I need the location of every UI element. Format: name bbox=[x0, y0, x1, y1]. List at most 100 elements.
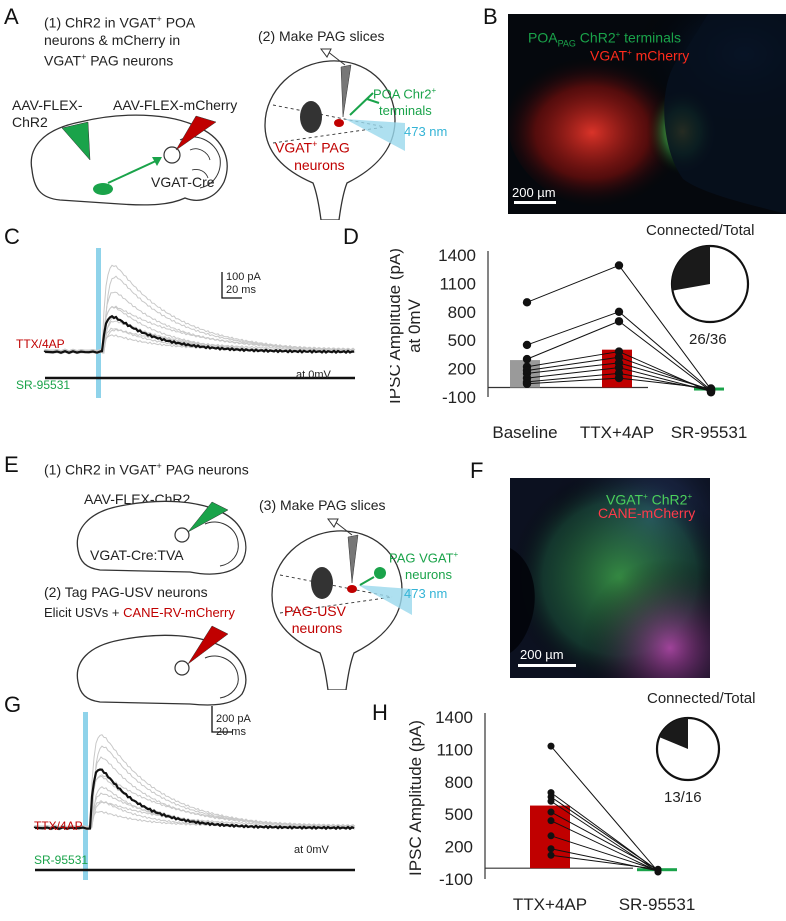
pair-line bbox=[526, 320, 620, 360]
panel-e-step2: (2) Tag PAG-USV neurons bbox=[44, 584, 208, 600]
y-tick-label: 1100 bbox=[436, 740, 473, 759]
panel-label-c: C bbox=[4, 224, 20, 249]
scale-bar-g bbox=[211, 706, 232, 733]
pair-line bbox=[618, 362, 712, 390]
y-axis-label: IPSC Amplitude (pA) bbox=[406, 720, 425, 876]
pair-line bbox=[550, 796, 659, 871]
vgat-cre-tva-label: VGAT-Cre:TVA bbox=[90, 547, 184, 563]
pair-line bbox=[618, 372, 712, 391]
data-point bbox=[547, 845, 555, 853]
aav-mcherry-label: AAV-FLEX-mCherry bbox=[113, 97, 238, 113]
pair-line bbox=[618, 320, 712, 392]
pie-chart-d bbox=[670, 244, 750, 324]
y-tick-label: -100 bbox=[439, 870, 473, 889]
scale-bar-label-b: 200 µm bbox=[512, 185, 556, 200]
panel-label-h: H bbox=[372, 700, 388, 725]
trace-plot-g bbox=[33, 706, 356, 880]
pie-value-h: 13/16 bbox=[664, 789, 702, 806]
data-point bbox=[614, 317, 624, 326]
panel-label-e: E bbox=[4, 452, 19, 477]
y-tick-label: 500 bbox=[445, 805, 473, 824]
pie-slice-unconnected bbox=[672, 246, 710, 291]
panel-e-step3: (3) Make PAG slices bbox=[259, 497, 386, 513]
y-axis-label: IPSC Amplitude (pA)at 0mV bbox=[390, 248, 424, 404]
vgat-cre-label-a: VGAT-Cre bbox=[151, 174, 215, 190]
trace-plot-c bbox=[43, 248, 356, 398]
trial-trace bbox=[34, 745, 355, 829]
x-tick-label: SR-95531 bbox=[671, 423, 748, 442]
scale-bar-label-f: 200 µm bbox=[520, 647, 564, 662]
y-tick-label: 500 bbox=[448, 331, 476, 350]
scale-bar-b bbox=[514, 201, 556, 204]
trial-trace bbox=[44, 291, 356, 352]
data-point bbox=[614, 307, 624, 316]
pair-line bbox=[526, 311, 620, 346]
pair-line bbox=[526, 351, 620, 368]
pair-line bbox=[526, 377, 620, 385]
pair-line bbox=[618, 351, 712, 393]
data-point bbox=[522, 340, 532, 350]
pie-label-d: Connected/Total bbox=[646, 222, 755, 239]
micrograph-b-legend-green: POAPAG ChR2+ terminals bbox=[528, 29, 681, 49]
data-point bbox=[614, 261, 624, 270]
scale-bar-f bbox=[518, 664, 576, 667]
pair-line bbox=[618, 265, 712, 390]
pair-line bbox=[526, 264, 620, 303]
micrograph-b-legend-red: VGAT+ mCherry bbox=[590, 47, 690, 64]
panel-e-step1: (1) ChR2 in VGAT+ PAG neurons bbox=[44, 461, 249, 478]
micrograph-f-legend-red: CANE-mCherry bbox=[598, 505, 696, 521]
pair-line bbox=[618, 377, 712, 389]
pie-label-h: Connected/Total bbox=[647, 690, 756, 707]
panel-label-g: G bbox=[4, 692, 22, 717]
scale-bar-c bbox=[221, 272, 242, 299]
data-point bbox=[547, 817, 555, 825]
aav-chr2-label: AAV-FLEX-ChR2 bbox=[12, 97, 83, 130]
trace-label-sr-c: SR-95531 bbox=[16, 378, 71, 392]
panel-label-a: A bbox=[4, 4, 19, 29]
trial-trace bbox=[44, 264, 355, 354]
pag-slice-diagram-e bbox=[271, 518, 412, 690]
data-point bbox=[522, 298, 532, 307]
elicit-usv-label: Elicit USVs + CANE-RV-mCherry bbox=[44, 605, 235, 620]
panel-label-b: B bbox=[483, 4, 498, 29]
data-point bbox=[654, 865, 662, 873]
pair-line bbox=[550, 811, 659, 871]
panel-a-step2: (2) Make PAG slices bbox=[258, 28, 385, 44]
trace-label-ttx-c: TTX/4AP bbox=[16, 337, 65, 351]
trace-label-sr-g: SR-95531 bbox=[34, 853, 89, 867]
trial-trace bbox=[44, 275, 355, 353]
x-tick-label: SR-95531 bbox=[619, 895, 696, 914]
light-473-label-e: 473 nm bbox=[404, 586, 448, 601]
y-tick-label: 200 bbox=[448, 360, 476, 379]
micrograph-b: POAPAG ChR2+ terminals VGAT+ mCherry 200… bbox=[508, 14, 786, 214]
mean-trace bbox=[33, 768, 355, 831]
trace-label-ttx-g: TTX/4AP bbox=[34, 819, 83, 833]
data-point bbox=[547, 797, 555, 805]
micrograph-f-image bbox=[510, 478, 710, 678]
brain-diagram-e2 bbox=[76, 625, 247, 706]
mean-trace bbox=[43, 314, 355, 355]
y-tick-label: -100 bbox=[442, 388, 476, 407]
data-point bbox=[614, 373, 624, 383]
pie-value-d: 26/36 bbox=[689, 331, 727, 348]
pair-line bbox=[550, 820, 659, 872]
panel-a-step1: (1) ChR2 in VGAT+ POA neurons & mCherry … bbox=[44, 14, 196, 69]
y-tick-label: 1100 bbox=[439, 274, 476, 293]
y-tick-label: 200 bbox=[445, 838, 473, 857]
data-point bbox=[522, 379, 532, 388]
pair-line bbox=[526, 362, 620, 374]
poa-terminals-label: POA Chr2+ terminals bbox=[373, 86, 437, 119]
pie-chart-h bbox=[655, 716, 721, 782]
pag-vgat-neurons-label: PAG VGAT+ neurons bbox=[389, 550, 459, 583]
x-tick-label: Baseline bbox=[492, 423, 557, 442]
hold-label-c: at 0mV bbox=[296, 369, 331, 381]
panel-label-d: D bbox=[343, 224, 359, 249]
data-point bbox=[547, 742, 555, 750]
pair-line bbox=[526, 372, 620, 383]
micrograph-f: VGAT+ ChR2+ CANE-mCherry 200 µm bbox=[510, 478, 710, 678]
